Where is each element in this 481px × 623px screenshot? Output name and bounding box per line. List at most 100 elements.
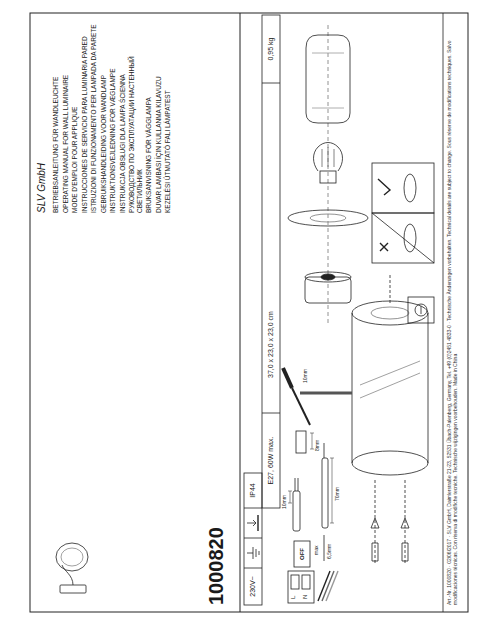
- manual-title: KEZELÉSI ÚTMUTATÓ FALI LÁMPATEST: [164, 23, 172, 213]
- screw-parts: [371, 297, 434, 561]
- spec-cell: 37,0 x 23,0 x 23,0 cm: [262, 238, 280, 378]
- housing-cylinder: [300, 392, 352, 395]
- screw-parts: [415, 304, 427, 316]
- dimension: 70mm: [334, 487, 340, 501]
- housing-cylinder: [352, 313, 353, 463]
- cable-strip-icon: [324, 443, 325, 458]
- cable-strip-icon: [295, 478, 296, 491]
- mounting-symbol: [247, 523, 256, 524]
- frame: [30, 13, 468, 612]
- housing-cylinder: [352, 451, 428, 475]
- language-list: BETRIEBSANLEITUNG FÜR WANDLEUCHTEOPERATI…: [52, 23, 174, 213]
- small-lamp-sketch: [60, 585, 86, 593]
- spec-table: [244, 15, 280, 605]
- manual-title: INSTRUKTIONSVEJLEDNING FOR VÆGLAMPE: [109, 23, 117, 213]
- spec-table: [262, 413, 280, 414]
- dimension: max: [313, 546, 319, 555]
- cable-strip-icon: [293, 491, 300, 531]
- fine-print: Art.-Nr. 1000820 · 02/06/2017 · SLV GmbH…: [446, 20, 458, 605]
- gasket-check: [380, 243, 388, 251]
- manual-title: OPERATING MANUAL FOR WALL LUMINAIRE: [62, 23, 70, 213]
- earth-symbol: [256, 549, 257, 557]
- exploded-lamp: [322, 147, 334, 167]
- screw-parts: [421, 306, 422, 314]
- terminal-label: L: [290, 596, 296, 599]
- exploded-lamp: [288, 23, 368, 323]
- screwdriver-icon: [283, 368, 314, 453]
- manual-title: MODE D'EMPLOI POUR APPLIQUE: [71, 23, 79, 213]
- exploded-lamp: [321, 274, 335, 280]
- fuse-box-icon: [291, 575, 299, 589]
- screw-parts: [401, 518, 409, 528]
- spec-table: [262, 83, 280, 84]
- earth-symbol: [247, 553, 253, 554]
- mounting-symbol: [247, 515, 258, 531]
- cable-strip-icon: [324, 535, 325, 561]
- frame: [240, 13, 241, 612]
- dimension: 8mm: [314, 440, 320, 451]
- screw-parts: [372, 543, 378, 561]
- exploded-lamp: [310, 214, 346, 222]
- housing-cylinder: [360, 373, 420, 398]
- manual-title: РУКОВОДСТВО ПО ЭКСПЛУАТАЦИИ НАСТЕННЫЙ СВ…: [128, 23, 143, 213]
- spec-cell: IP44: [244, 473, 262, 508]
- screws: [375, 478, 376, 563]
- spec-table: [244, 568, 262, 569]
- earth-symbol: [247, 547, 259, 559]
- frame: [30, 13, 468, 612]
- cable-strip-icon: [330, 458, 334, 523]
- housing-cylinder: [428, 313, 429, 463]
- switch-label: OFF: [294, 541, 310, 567]
- small-lamp-sketch: [61, 548, 83, 566]
- spec-cell: 230V~: [244, 568, 262, 605]
- manual-title: INSTRUKCJA OBSŁUGI DLA LAMPA ŚCIENNA: [119, 23, 127, 213]
- screws: [405, 478, 406, 563]
- gasket-check: [372, 163, 434, 213]
- dimension: 10mm: [302, 369, 308, 383]
- spec-cell: 0,95 kg: [262, 15, 280, 83]
- mounting-symbol: [257, 515, 258, 531]
- screwdriver-icon: [283, 368, 292, 388]
- screws: [390, 273, 391, 303]
- manual-title: INSTRUCCIONES DE SERVICIO PARA LUMINARIA…: [81, 23, 89, 213]
- earth-symbol: [259, 551, 260, 555]
- small-lamp-sketch: [56, 543, 88, 571]
- housing-cylinder: [300, 301, 428, 475]
- earth-symbol: [253, 547, 254, 559]
- housing-cylinder: [360, 361, 420, 385]
- screw-parts: [371, 518, 379, 528]
- spec-cell: E27, 60W max.: [262, 413, 280, 508]
- screw-parts: [402, 543, 408, 561]
- spec-table: [244, 508, 262, 509]
- spec-table: [244, 538, 262, 539]
- fuse-box-icon: [288, 571, 314, 603]
- small-lamp-sketch: [56, 543, 88, 593]
- exploded-lamp: [305, 272, 351, 282]
- screwdriver-icon: [310, 433, 314, 449]
- fuse-box-icon: [326, 571, 338, 601]
- gasket-check: [404, 174, 416, 202]
- small-lamp-sketch: [62, 565, 73, 585]
- gasket-check: [372, 213, 434, 263]
- housing-cylinder: [352, 301, 428, 325]
- exploded-lamp: [314, 143, 343, 172]
- exploded-lamp: [312, 53, 344, 108]
- cable-strip-icon: [288, 491, 292, 503]
- gasket-check: [372, 213, 434, 263]
- gasket-check: [404, 224, 416, 252]
- exploded-lamp: [288, 210, 368, 226]
- manual-title: BRUKSANVISNING FÖR VÄGGLAMPA: [145, 23, 153, 213]
- spec-table: [244, 473, 262, 605]
- housing-cylinder: [371, 307, 409, 319]
- screws: [375, 273, 405, 563]
- terminal-label: N: [302, 595, 308, 599]
- dimension: 6,5mm: [326, 544, 332, 559]
- cable-strip-icon: [288, 443, 334, 561]
- manual-title: ISTRUZIONI DI FUNZIONAMENTO PER LAMPADA …: [90, 23, 98, 213]
- frame: [443, 13, 444, 612]
- article-number: 1000820: [205, 527, 228, 605]
- cable-strip-icon: [298, 478, 299, 491]
- exploded-lamp: [320, 171, 336, 183]
